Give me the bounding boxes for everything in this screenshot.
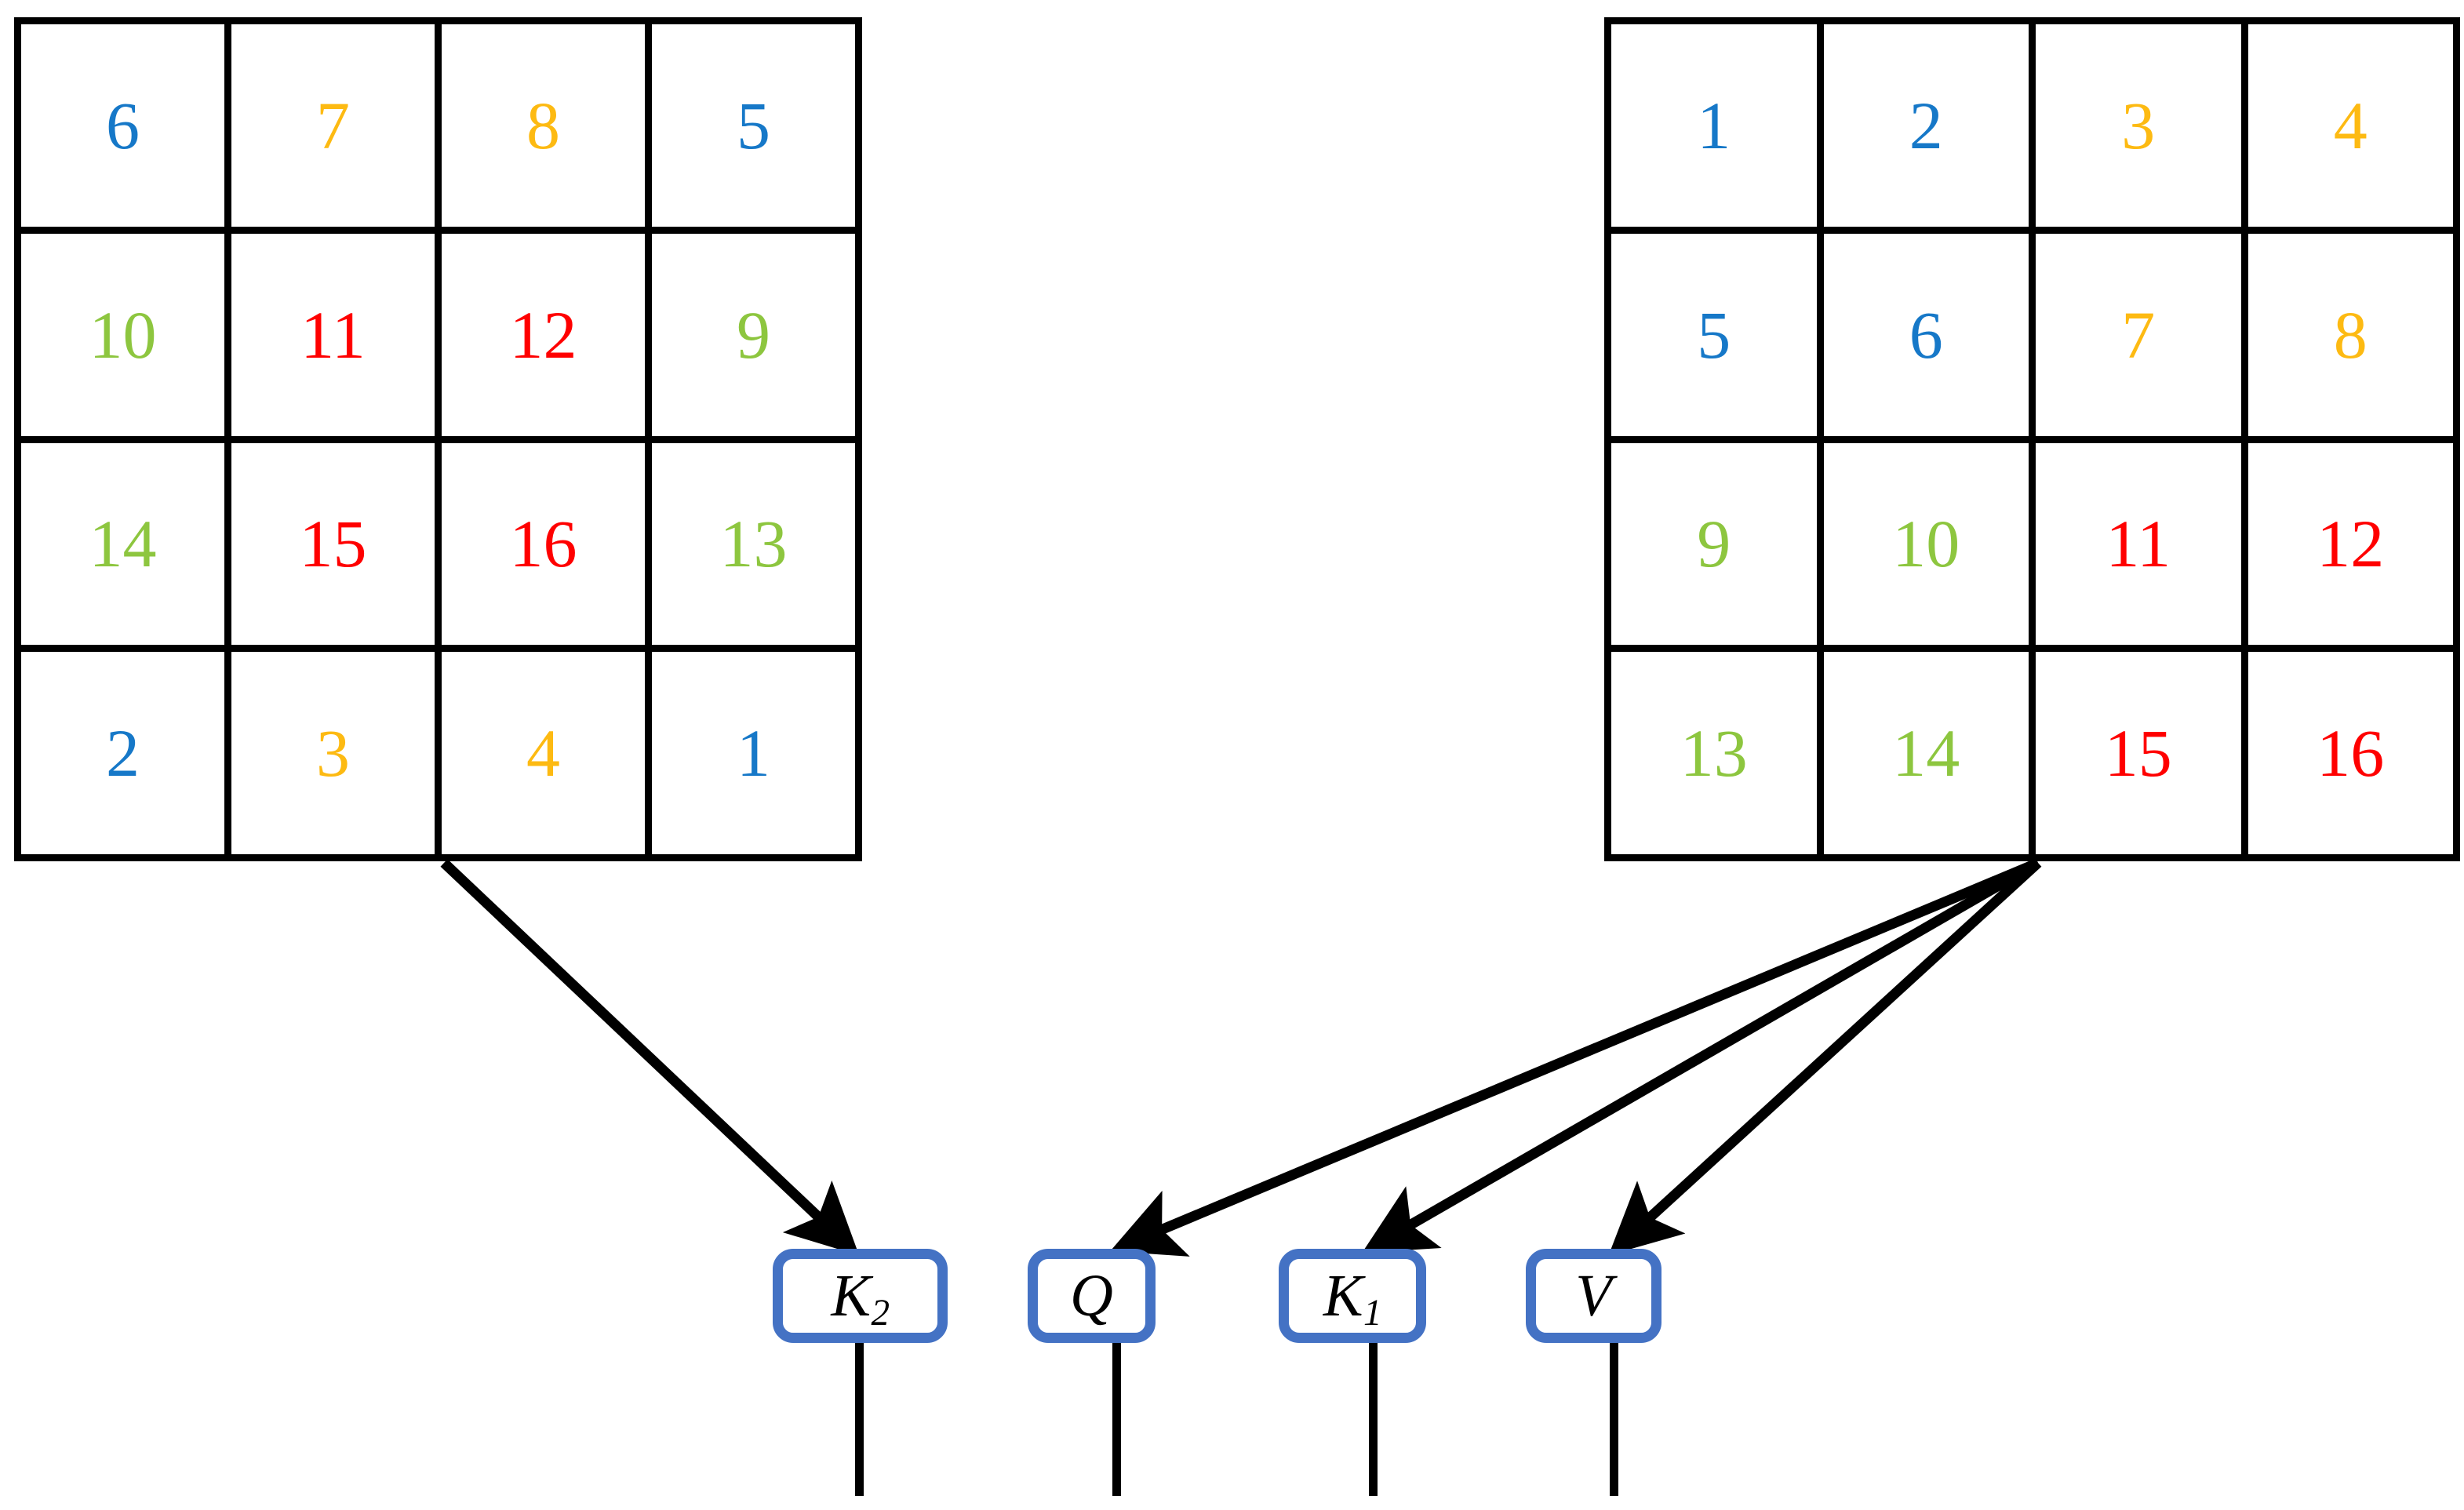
v-node-stem [1610,1343,1618,1496]
grid-cell: 13 [652,442,862,653]
grid-cell: 3 [231,652,442,861]
grid-cell: 14 [21,442,231,653]
grid-cell: 10 [21,233,231,443]
v-node[interactable]: V [1526,1249,1661,1343]
grid-cell: 11 [2036,442,2248,653]
k1-node[interactable]: K1 [1279,1249,1426,1343]
k2-node[interactable]: K2 [773,1249,948,1343]
left-grid: 6 7 8 5 10 11 12 9 14 15 16 13 2 3 4 1 [14,17,862,861]
grid-cell: 16 [2247,652,2460,861]
grid-cell: 2 [21,652,231,861]
grid-cell: 5 [652,24,862,234]
q-node[interactable]: Q [1028,1249,1156,1343]
grid-cell: 14 [1823,652,2036,861]
grid-cell: 8 [2247,233,2460,443]
grid-cell: 4 [2247,24,2460,234]
grid-cell: 13 [1611,652,1824,861]
grid-cell: 16 [442,442,652,653]
grid-cell: 5 [1611,233,1824,443]
grid-cell: 15 [2036,652,2248,861]
grid-cell: 12 [2247,442,2460,653]
grid-cell: 15 [231,442,442,653]
q-node-stem [1112,1343,1121,1496]
grid-cell: 8 [442,24,652,234]
grid-cell: 11 [231,233,442,443]
k2-node-stem [855,1343,864,1496]
grid-cell: 3 [2036,24,2248,234]
grid-cell: 9 [1611,442,1824,653]
grid-cell: 6 [1823,233,2036,443]
grid-cell: 2 [1823,24,2036,234]
grid-cell: 6 [21,24,231,234]
k2-node-label: K2 [831,1263,890,1334]
grid-cell: 1 [652,652,862,861]
v-node-label: V [1575,1263,1612,1329]
q-node-label: Q [1070,1263,1113,1329]
k1-node-stem [1369,1343,1378,1496]
grid-cell: 9 [652,233,862,443]
k1-node-label: K1 [1323,1263,1382,1334]
arrow-left-grid-to-k2 [440,859,860,1256]
grid-cell: 7 [2036,233,2248,443]
grid-cell: 1 [1611,24,1824,234]
arrow-right-grid-to-v [1608,859,2042,1256]
arrow-right-grid-to-q [1110,858,2040,1257]
grid-cell: 10 [1823,442,2036,653]
right-grid: 1 2 3 4 5 6 7 8 9 10 11 12 13 14 15 16 [1604,17,2460,861]
grid-cell: 12 [442,233,652,443]
grid-cell: 4 [442,652,652,861]
grid-cell: 7 [231,24,442,234]
arrow-right-grid-to-k1 [1362,858,2041,1253]
